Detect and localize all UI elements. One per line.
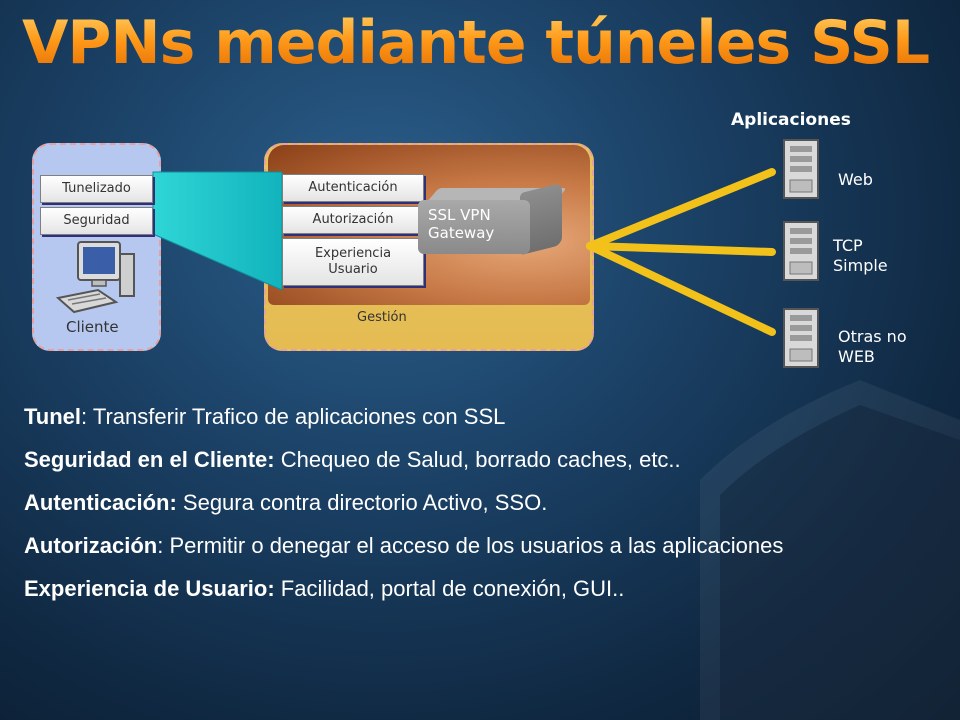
app-tcp-line-1: TCP [833,236,863,255]
tunelizado-box: Tunelizado [40,175,153,203]
bullet-term: Autorización [24,533,158,558]
other-server-icon [783,308,819,368]
app-web-line-1: Web [838,170,873,189]
bullet-term: Seguridad en el Cliente: [24,447,275,472]
autorizacion-label: Autorización [312,212,394,228]
bullet-text: : Transferir Trafico de aplicaciones con… [81,404,506,429]
tunelizado-label: Tunelizado [62,181,131,197]
bullet-experiencia: Experiencia de Usuario: Facilidad, porta… [24,576,783,619]
applications-heading: Aplicaciones [731,110,851,130]
description-list: Tunel: Transferir Trafico de aplicacione… [24,404,783,619]
link-web [586,168,776,250]
app-tcp-line-2: Simple [833,256,888,275]
management-label: Gestión [357,310,407,325]
bullet-seguridad: Seguridad en el Cliente: Chequeo de Salu… [24,447,783,490]
autenticacion-label: Autenticación [308,180,398,196]
app-otras-line-2: WEB [838,347,875,366]
gateway-line-2: Gateway [428,224,495,242]
app-tcp-label: TCP Simple [833,236,888,276]
link-tcp [586,242,776,256]
experiencia-usuario-box: Experiencia Usuario [282,238,424,286]
web-server-icon [783,139,819,199]
bullet-text: Facilidad, portal de conexión, GUI.. [274,576,625,601]
bullet-text: Segura contra directorio Activo, SSO. [176,490,548,515]
gateway-line-1: SSL VPN [428,206,491,224]
bullet-autenticacion: Autenticación: Segura contra directorio … [24,490,783,533]
tcp-server-icon [783,221,819,281]
link-otras [586,242,776,336]
seguridad-box: Seguridad [40,207,153,235]
bullet-term: Experiencia de Usuario: [24,576,275,601]
seguridad-label: Seguridad [63,213,130,229]
app-web-label: Web [838,170,873,190]
bullet-tunel: Tunel: Transferir Trafico de aplicacione… [24,404,783,447]
page-title: VPNs mediante túneles SSL [22,8,930,78]
bullet-text: Chequeo de Salud, borrado caches, etc.. [274,447,681,472]
autorizacion-box: Autorización [282,206,424,234]
autenticacion-box: Autenticación [282,174,424,202]
bullet-term: Tunel [24,404,82,429]
experiencia-usuario-label: Experiencia Usuario [314,246,392,277]
bullet-term: Autenticación: [24,490,177,515]
computer-icon [55,241,135,314]
app-otras-label: Otras no WEB [838,327,907,367]
ssl-vpn-gateway: SSL VPN Gateway [418,200,530,254]
bullet-text: : Permitir o denegar el acceso de los us… [157,533,784,558]
client-label: Cliente [66,318,119,336]
app-otras-line-1: Otras no [838,327,907,346]
bullet-autorizacion: Autorización: Permitir o denegar el acce… [24,533,783,576]
